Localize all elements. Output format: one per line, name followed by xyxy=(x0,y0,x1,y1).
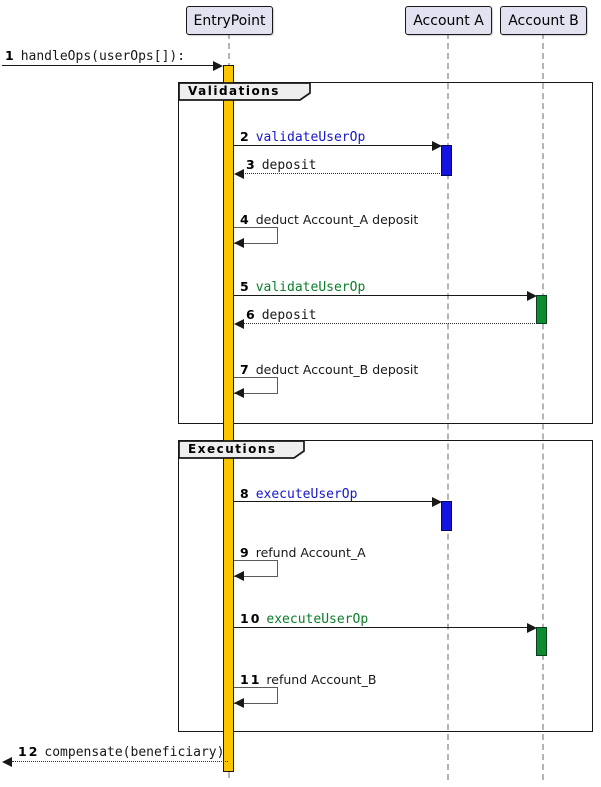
group-label-pentagon xyxy=(178,82,311,101)
message-6-label: deposit xyxy=(261,308,317,323)
message-3-label: deposit xyxy=(261,158,317,173)
message-2-text: 2 validateUserOp xyxy=(240,129,365,145)
message-2-label: validateUserOp xyxy=(255,130,366,145)
message-4-text: 4 deduct Account_A deposit xyxy=(240,212,418,228)
message-9-text: 9 refund Account_A xyxy=(240,545,366,561)
participant-account-b-label: Account B xyxy=(508,12,579,29)
message-7-number: 7 xyxy=(240,362,251,377)
group-frame-executions-label: Executions xyxy=(178,440,306,459)
message-3-number: 3 xyxy=(246,157,257,172)
message-1-label: handleOps(userOps[]): xyxy=(20,49,186,64)
group-frame-validations xyxy=(178,82,593,424)
participant-account-b: Account B xyxy=(500,6,587,35)
message-6-line xyxy=(243,323,537,324)
message-7-text: 7 deduct Account_B deposit xyxy=(240,362,418,378)
message-4-number: 4 xyxy=(240,212,251,227)
message-3-line xyxy=(243,173,442,174)
message-5-label: validateUserOp xyxy=(255,280,366,295)
message-4-self-loop xyxy=(234,227,278,244)
message-2-number: 2 xyxy=(240,129,251,144)
message-8-line xyxy=(234,501,432,502)
message-7-self-loop xyxy=(234,377,278,394)
activation-account-b-validate xyxy=(536,295,547,324)
message-12-line xyxy=(12,761,228,762)
message-10-label: executeUserOp xyxy=(266,612,369,627)
message-9-number: 9 xyxy=(240,545,251,560)
lifeline-account-a xyxy=(447,33,449,780)
activation-entrypoint xyxy=(223,65,234,772)
message-10-number: 10 xyxy=(240,611,262,626)
message-8-text: 8 executeUserOp xyxy=(240,486,357,502)
message-8-number: 8 xyxy=(240,486,251,501)
activation-account-a-validate xyxy=(441,145,452,176)
message-7-arrowhead xyxy=(234,388,244,398)
participant-account-a: Account A xyxy=(405,6,492,35)
message-6-text: 6 deposit xyxy=(246,307,317,323)
message-5-text: 5 validateUserOp xyxy=(240,279,365,295)
lifeline-account-b xyxy=(542,33,544,780)
message-11-label: refund Account_B xyxy=(266,672,377,687)
group-label-pentagon xyxy=(178,440,305,459)
message-9-self-loop xyxy=(234,560,278,577)
message-10-arrowhead xyxy=(527,623,537,633)
group-executions-title: Executions xyxy=(188,442,277,456)
message-12-number: 12 xyxy=(18,744,40,759)
message-10-line xyxy=(234,627,527,628)
group-frame-validations-label: Validations xyxy=(178,82,312,101)
message-1-arrowhead xyxy=(213,61,223,71)
message-8-label: executeUserOp xyxy=(255,487,358,502)
message-1-number: 1 xyxy=(5,48,16,63)
message-4-arrowhead xyxy=(234,238,244,248)
message-8-arrowhead xyxy=(432,497,442,507)
message-1-line xyxy=(2,65,214,66)
message-7-label: deduct Account_B deposit xyxy=(255,362,419,377)
participant-entrypoint-label: EntryPoint xyxy=(193,12,266,29)
message-11-arrowhead xyxy=(234,698,244,708)
message-1-text: 1 handleOps(userOps[]): xyxy=(5,48,185,64)
activation-account-a-execute xyxy=(441,501,452,531)
message-6-number: 6 xyxy=(246,307,257,322)
message-4-label: deduct Account_A deposit xyxy=(255,212,419,227)
message-9-arrowhead xyxy=(234,571,244,581)
participant-account-a-label: Account A xyxy=(413,12,484,29)
message-11-self-loop xyxy=(234,687,278,704)
message-5-number: 5 xyxy=(240,279,251,294)
group-frame-executions xyxy=(178,440,593,732)
message-12-label: compensate(beneficiary) xyxy=(44,745,225,760)
participant-entrypoint: EntryPoint xyxy=(186,6,273,35)
message-11-number: 11 xyxy=(240,672,262,687)
message-9-label: refund Account_A xyxy=(255,545,366,560)
message-5-line xyxy=(234,295,527,296)
message-12-arrowhead xyxy=(2,757,12,767)
message-6-arrowhead xyxy=(234,319,244,329)
message-2-arrowhead xyxy=(432,141,442,151)
activation-account-b-execute xyxy=(536,627,547,656)
message-10-text: 10 executeUserOp xyxy=(240,611,368,627)
message-3-arrowhead xyxy=(234,169,244,179)
message-3-text: 3 deposit xyxy=(246,157,317,173)
message-2-line xyxy=(234,145,432,146)
group-validations-title: Validations xyxy=(188,84,280,98)
message-5-arrowhead xyxy=(527,291,537,301)
message-12-text: 12 compensate(beneficiary) xyxy=(18,744,224,760)
message-11-text: 11 refund Account_B xyxy=(240,672,376,688)
